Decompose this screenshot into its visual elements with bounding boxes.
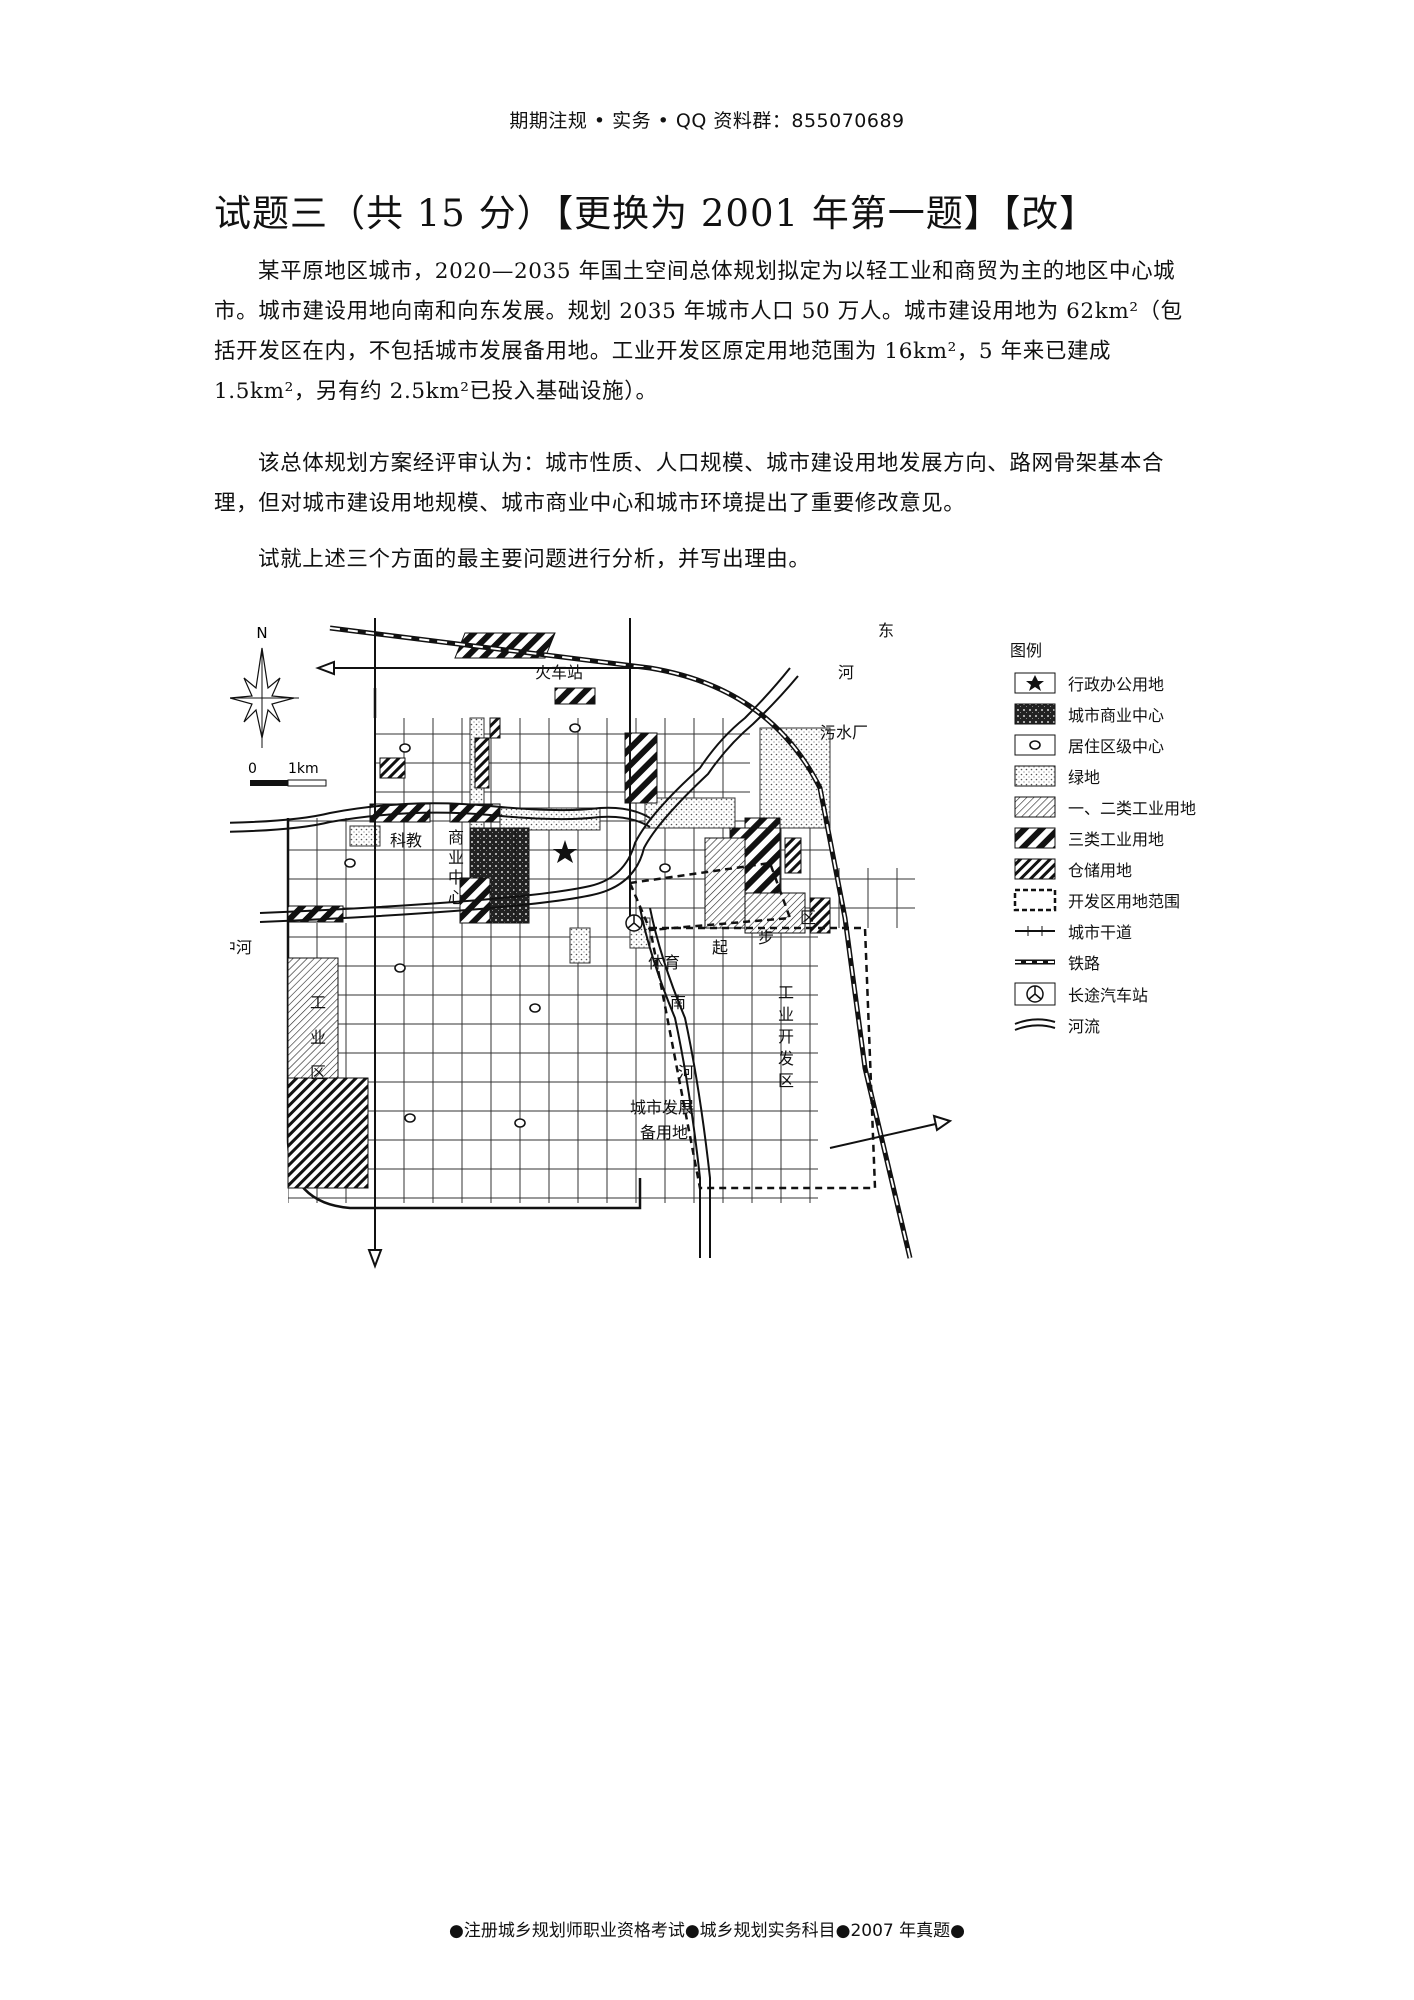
svg-text:城市干道: 城市干道 bbox=[1068, 923, 1132, 942]
legend-item-admin: 行政办公用地 bbox=[1014, 672, 1164, 694]
industry-12-icon bbox=[1014, 796, 1056, 818]
question-title: 试题三（共 15 分）【更换为 2001 年第一题】【改】 bbox=[214, 192, 1098, 235]
legend-item-river: 河流 bbox=[1014, 1017, 1100, 1036]
svg-text:发: 发 bbox=[778, 1049, 794, 1068]
star-icon bbox=[1026, 675, 1044, 691]
arterial-roads bbox=[315, 618, 953, 1269]
north-label: N bbox=[256, 624, 267, 642]
svg-text:备用地: 备用地 bbox=[640, 1123, 688, 1142]
residential-center-icon bbox=[1029, 740, 1041, 750]
svg-text:业: 业 bbox=[448, 848, 464, 867]
greenland-icon bbox=[1014, 765, 1056, 787]
svg-text:一、二类工业用地: 一、二类工业用地 bbox=[1068, 799, 1196, 818]
industry-3-icon bbox=[1014, 827, 1056, 849]
warehouse-icon bbox=[1014, 858, 1056, 880]
page-footer: ●注册城乡规划师职业资格考试●城乡规划实务科目●2007 年真题● bbox=[448, 1921, 965, 1941]
svg-text:河: 河 bbox=[678, 1063, 694, 1082]
legend-item-residential: 居住区级中心 bbox=[1014, 734, 1164, 756]
river-icon bbox=[1014, 1018, 1056, 1031]
bus-station-icon bbox=[625, 914, 643, 932]
svg-text:业: 业 bbox=[310, 1028, 326, 1047]
map-legend: 图例 行政办公用地 城市商业中心 居住区级中心 绿地 一、二类工业用地 三类工业… bbox=[1010, 641, 1196, 1036]
dev-zone-boundary bbox=[648, 926, 877, 1190]
label-south-river: 南 bbox=[670, 993, 686, 1012]
label-east-river: 东 bbox=[878, 621, 894, 640]
label-industry-dev-zone: 工 bbox=[778, 983, 794, 1002]
legend-title: 图例 bbox=[1010, 641, 1042, 660]
svg-text:开: 开 bbox=[778, 1027, 794, 1046]
dev-boundary-icon bbox=[1013, 888, 1057, 912]
label-middle-river: 中河 bbox=[230, 938, 252, 957]
arterial-road-icon bbox=[1015, 926, 1055, 936]
svg-text:步: 步 bbox=[758, 928, 774, 947]
question-paragraph-3: 试就上述三个方面的最主要问题进行分析，并写出理由。 bbox=[258, 547, 811, 572]
svg-text:河流: 河流 bbox=[1068, 1017, 1100, 1036]
svg-text:区: 区 bbox=[310, 1063, 326, 1082]
svg-text:区: 区 bbox=[778, 1071, 794, 1090]
label-sports: 体育 bbox=[648, 953, 680, 972]
svg-text:仓储用地: 仓储用地 bbox=[1068, 861, 1132, 880]
legend-item-bus: 长途汽车站 bbox=[1014, 982, 1148, 1006]
svg-text:城市商业中心: 城市商业中心 bbox=[1068, 706, 1164, 725]
bus-station-icon bbox=[1026, 985, 1044, 1003]
svg-text:心: 心 bbox=[448, 888, 464, 907]
svg-text:0: 0 bbox=[248, 761, 257, 777]
legend-item-commerce: 城市商业中心 bbox=[1014, 703, 1164, 725]
north-compass: N bbox=[230, 624, 299, 748]
green-spaces bbox=[349, 717, 831, 964]
residential-centers bbox=[344, 723, 671, 1128]
svg-text:三类工业用地: 三类工业用地 bbox=[1068, 830, 1164, 849]
legend-item-arterial: 城市干道 bbox=[1015, 923, 1132, 942]
svg-text:铁路: 铁路 bbox=[1068, 954, 1100, 973]
legend-item-industry3: 三类工业用地 bbox=[1014, 827, 1164, 849]
label-reserve: 城市发展 bbox=[630, 1098, 694, 1117]
question-paragraph-1: 某平原地区城市，2020—2035 年国土空间总体规划拟定为以轻工业和商贸为主的… bbox=[214, 259, 1183, 404]
commerce-strip bbox=[514, 827, 530, 924]
svg-text:绿地: 绿地 bbox=[1068, 768, 1100, 787]
admin-office-star bbox=[553, 840, 577, 863]
scale-bar: 0 1km bbox=[248, 761, 327, 787]
page-header: 期期注规 • 实务 • QQ 资料群：855070689 bbox=[509, 110, 905, 132]
industry-class12 bbox=[287, 837, 806, 1079]
svg-text:居住区级中心: 居住区级中心 bbox=[1068, 737, 1164, 756]
label-train-station: 火车站 bbox=[535, 663, 583, 682]
label-keji: 科教 bbox=[390, 831, 422, 850]
label-qibu: 起 bbox=[712, 938, 728, 957]
label-commerce: 商 bbox=[448, 828, 464, 847]
svg-text:开发区用地范围: 开发区用地范围 bbox=[1068, 892, 1180, 911]
legend-item-warehouse: 仓储用地 bbox=[1014, 858, 1132, 880]
svg-text:行政办公用地: 行政办公用地 bbox=[1068, 675, 1164, 694]
svg-text:区: 区 bbox=[800, 908, 816, 927]
question-paragraph-2: 该总体规划方案经评审认为：城市性质、人口规模、城市建设用地发展方向、路网骨架基本… bbox=[214, 451, 1165, 516]
svg-text:中: 中 bbox=[448, 868, 464, 887]
legend-item-railway: 铁路 bbox=[1015, 954, 1100, 973]
legend-item-industry12: 一、二类工业用地 bbox=[1014, 796, 1196, 818]
legend-item-green: 绿地 bbox=[1014, 765, 1100, 787]
label-sewage-plant: 污水厂 bbox=[820, 723, 868, 742]
warehouse-areas bbox=[287, 717, 831, 1189]
svg-text:河: 河 bbox=[838, 663, 854, 682]
legend-item-dev-boundary: 开发区用地范围 bbox=[1013, 888, 1180, 912]
city-plan-map: N 0 1km 火车站 东 河 污水厂 北河 中河 科教 商 业 中 心 体育 … bbox=[230, 618, 1196, 1269]
label-industry-west: 工 bbox=[310, 993, 326, 1012]
rivers bbox=[230, 667, 799, 1258]
svg-text:业: 业 bbox=[778, 1005, 794, 1024]
commerce-icon bbox=[1014, 703, 1056, 725]
svg-text:长途汽车站: 长途汽车站 bbox=[1068, 986, 1148, 1005]
svg-text:1km: 1km bbox=[288, 761, 319, 777]
